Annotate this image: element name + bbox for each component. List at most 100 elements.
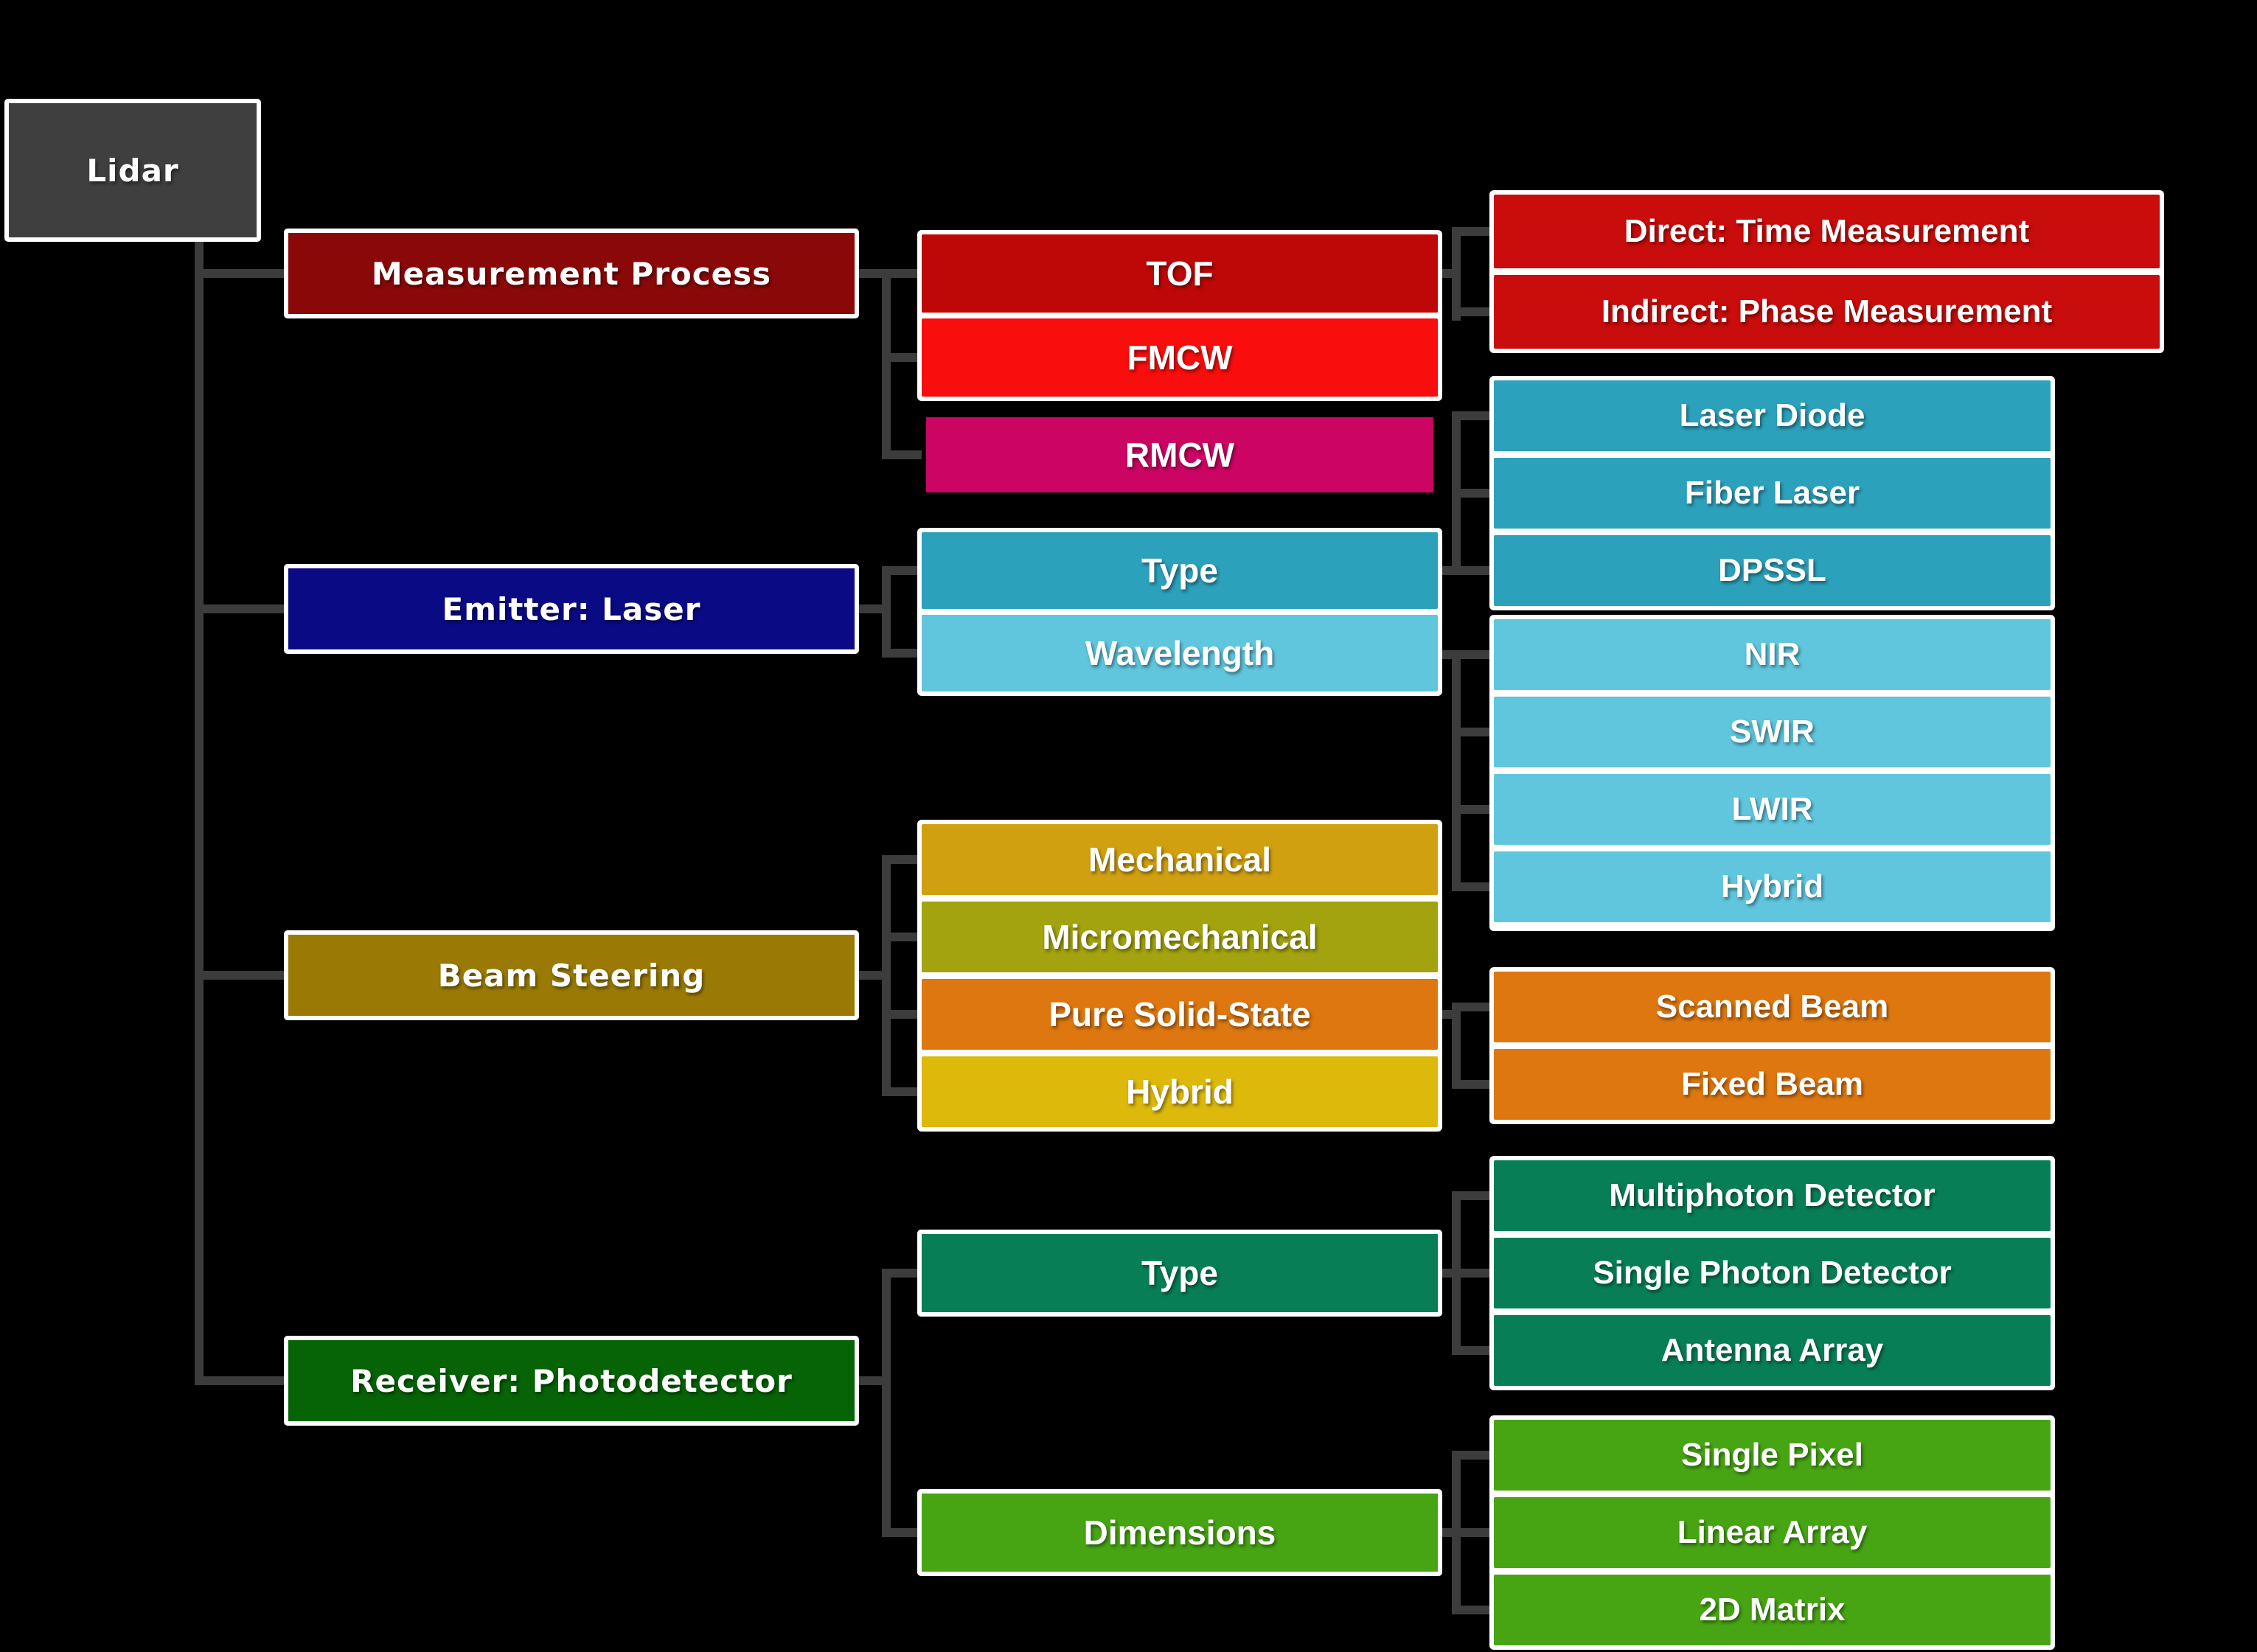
node-laser-type: Type (922, 532, 1438, 609)
group-detector-dimensions: Single Pixel Linear Array 2D Matrix (1489, 1415, 2055, 1650)
node-label: FMCW (1127, 338, 1233, 377)
node-single-photon-detector: Single Photon Detector (1494, 1238, 2051, 1308)
node-single-pixel: Single Pixel (1494, 1420, 2051, 1491)
node-beam-steering: Beam Steering (284, 930, 859, 1020)
connector (882, 566, 891, 658)
connector (1452, 1606, 1494, 1614)
connector (1438, 650, 1489, 659)
node-label: TOF (1146, 254, 1214, 293)
connector (1452, 307, 1494, 316)
node-label: Type (1141, 551, 1218, 590)
node-label: Fixed Beam (1681, 1066, 1863, 1102)
node-beam-hybrid: Hybrid (922, 1056, 1438, 1127)
connector (195, 971, 284, 980)
group-laser-types: Laser Diode Fiber Laser DPSSL (1489, 376, 2055, 610)
connector (1452, 1191, 1494, 1200)
connector (1452, 411, 1494, 420)
group-wavelength-bands: NIR SWIR LWIR Hybrid (1489, 615, 2055, 931)
node-multiphoton-detector: Multiphoton Detector (1494, 1160, 2051, 1231)
connector (195, 269, 284, 278)
node-measurement-process: Measurement Process (284, 229, 859, 318)
node-photodetector-type: Type (917, 1230, 1442, 1317)
connector (882, 649, 922, 658)
connector (1452, 1451, 1461, 1614)
node-label: SWIR (1730, 714, 1815, 750)
node-fixed-beam: Fixed Beam (1494, 1049, 2051, 1120)
node-label: Direct: Time Measurement (1624, 213, 2030, 249)
node-indirect-phase-measurement: Indirect: Phase Measurement (1494, 275, 2160, 349)
node-label: Type (1141, 1254, 1218, 1292)
connector (882, 450, 922, 459)
connector (195, 604, 284, 613)
connector (195, 242, 204, 1385)
node-linear-array: Linear Array (1494, 1497, 2051, 1568)
node-antenna-array: Antenna Array (1494, 1315, 2051, 1386)
connector (882, 855, 891, 1096)
connector (1452, 1451, 1494, 1460)
node-label: Receiver: Photodetector (350, 1362, 793, 1399)
group-laser-properties: Type Wavelength (917, 528, 1442, 696)
node-label: Scanned Beam (1655, 989, 1889, 1025)
node-pure-solid-state: Pure Solid-State (922, 979, 1438, 1050)
group-solid-state-beams: Scanned Beam Fixed Beam (1489, 967, 2055, 1124)
connector (1438, 566, 1489, 575)
node-mechanical: Mechanical (922, 824, 1438, 895)
node-laser-diode: Laser Diode (1494, 380, 2051, 451)
node-emitter-laser: Emitter: Laser (284, 564, 859, 654)
node-label: NIR (1744, 636, 1801, 672)
node-label: DPSSL (1718, 552, 1826, 588)
node-label: Hybrid (1720, 868, 1824, 905)
node-label: Lidar (86, 152, 179, 189)
connector (882, 1269, 891, 1537)
node-lwir: LWIR (1494, 774, 2051, 845)
connector (882, 1528, 922, 1537)
connector (1452, 489, 1494, 498)
node-rmcw: RMCW (926, 417, 1433, 492)
connector (882, 1269, 922, 1278)
node-label: Mechanical (1088, 840, 1271, 879)
node-label: Antenna Array (1660, 1332, 1884, 1368)
node-label: RMCW (1124, 436, 1235, 474)
node-label: Wavelength (1085, 634, 1275, 672)
connector (1438, 1528, 1489, 1537)
connector (1452, 1191, 1461, 1355)
node-label: Laser Diode (1679, 397, 1865, 433)
connector (1452, 1346, 1494, 1355)
node-micromechanical: Micromechanical (922, 902, 1438, 972)
node-dpssl: DPSSL (1494, 535, 2051, 606)
connector (1452, 227, 1461, 321)
node-label: Micromechanical (1042, 918, 1318, 956)
node-2d-matrix: 2D Matrix (1494, 1575, 2051, 1645)
node-label: 2D Matrix (1699, 1592, 1846, 1628)
connector (882, 1010, 922, 1019)
node-receiver-photodetector: Receiver: Photodetector (284, 1336, 859, 1426)
connector (1452, 882, 1494, 891)
node-label: Pure Solid-State (1048, 995, 1311, 1034)
connector (882, 855, 922, 864)
connector (1452, 805, 1494, 814)
node-dimensions: Dimensions (917, 1489, 1442, 1576)
node-fmcw: FMCW (922, 318, 1438, 397)
node-label: Measurement Process (371, 255, 772, 292)
node-tof: TOF (922, 234, 1438, 313)
node-fiber-laser: Fiber Laser (1494, 458, 2051, 529)
connector (1452, 1003, 1461, 1089)
group-detector-types: Multiphoton Detector Single Photon Detec… (1489, 1156, 2055, 1390)
connector (882, 933, 922, 941)
connector (1452, 227, 1494, 236)
connector (1452, 1080, 1494, 1089)
connector (1452, 1003, 1494, 1011)
node-label: Indirect: Phase Measurement (1601, 293, 2053, 330)
connector (1452, 650, 1461, 891)
node-wavelength: Wavelength (922, 615, 1438, 691)
node-label: Linear Array (1677, 1514, 1868, 1550)
node-label: Single Photon Detector (1593, 1255, 1952, 1291)
node-swir: SWIR (1494, 697, 2051, 767)
node-scanned-beam: Scanned Beam (1494, 972, 2051, 1042)
connector (195, 1376, 284, 1385)
node-label: Hybrid (1126, 1073, 1234, 1111)
group-tof-methods: Direct: Time Measurement Indirect: Phase… (1489, 190, 2164, 353)
connector (882, 1087, 922, 1096)
node-lidar: Lidar (4, 99, 261, 242)
